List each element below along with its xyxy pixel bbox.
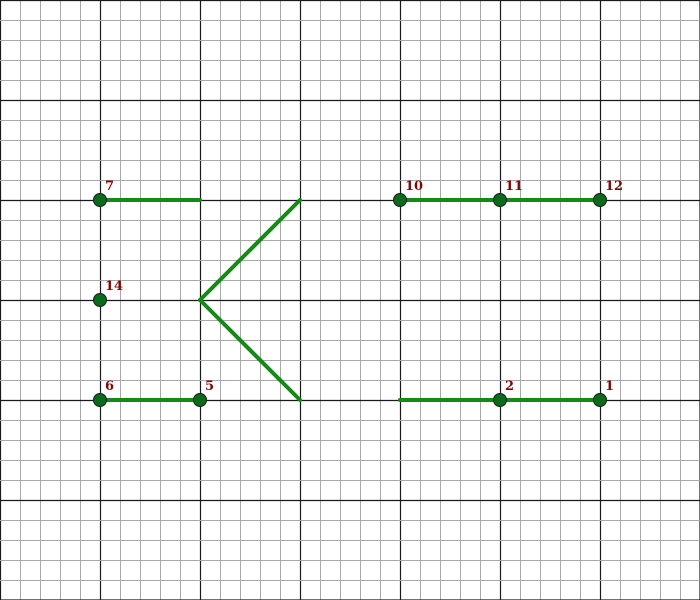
segment [198, 198, 302, 302]
point-label-14: 14 [105, 279, 123, 294]
point-14 [93, 293, 107, 307]
point-1 [593, 393, 607, 407]
point-5 [193, 393, 207, 407]
point-label-2: 2 [505, 379, 514, 394]
segment [198, 298, 302, 402]
point-11 [493, 193, 507, 207]
point-label-10: 10 [405, 179, 423, 194]
point-label-7: 7 [105, 179, 114, 194]
point-6 [93, 393, 107, 407]
point-label-6: 6 [105, 379, 114, 394]
point-label-11: 11 [505, 179, 523, 194]
point-label-1: 1 [605, 379, 614, 394]
point-10 [393, 193, 407, 207]
point-7 [93, 193, 107, 207]
point-12 [593, 193, 607, 207]
point-label-5: 5 [205, 379, 214, 394]
point-2 [493, 393, 507, 407]
point-label-12: 12 [605, 179, 623, 194]
